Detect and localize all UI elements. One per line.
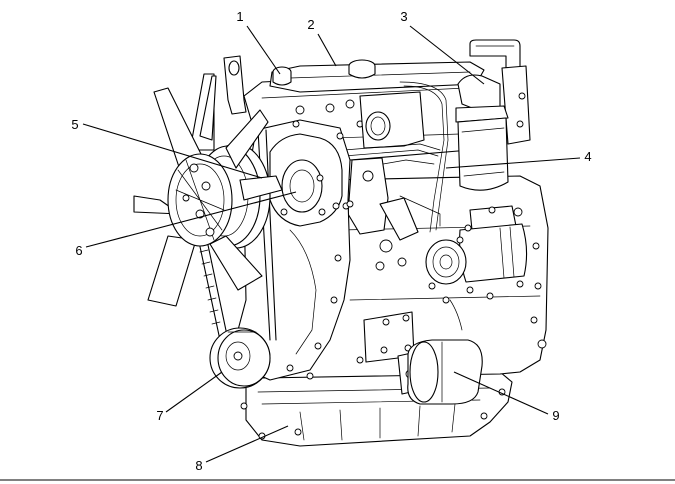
induction-manifold: [359, 91, 425, 149]
leader-line: [165, 371, 223, 413]
air-inlet-elbow: [457, 39, 531, 145]
callout-number: 7: [156, 408, 163, 423]
fuel-filter: [455, 105, 509, 191]
fuel-injection-pump: [347, 157, 419, 271]
callout-8: 8: [195, 425, 289, 473]
callout-number: 3: [400, 9, 407, 24]
oil-filter: [407, 339, 483, 405]
callout-number: 9: [552, 408, 559, 423]
oil-filler-cap: [272, 66, 292, 86]
callout-9: 9: [453, 371, 560, 423]
leader-line: [409, 25, 485, 85]
starter-motor: [459, 205, 528, 288]
leader-line: [85, 191, 297, 248]
callout-3: 3: [400, 9, 485, 85]
callout-4: 4: [445, 149, 592, 169]
leader-line: [445, 157, 581, 169]
callout-number: 5: [71, 117, 78, 132]
callout-number: 1: [236, 9, 243, 24]
callout-2: 2: [307, 17, 337, 67]
callout-6: 6: [75, 191, 297, 258]
coolant-pump: [269, 133, 354, 227]
callout-number: 6: [75, 243, 82, 258]
leader-line: [205, 425, 289, 463]
callout-5: 5: [71, 117, 263, 179]
callout-number: 2: [307, 17, 314, 32]
fuel-pipes: [343, 81, 449, 233]
lifting-eye: [223, 55, 247, 115]
leader-line: [453, 371, 549, 415]
breather-cap: [348, 59, 376, 79]
cooling-fan: [133, 73, 283, 307]
oil-pump-housing: [425, 236, 474, 294]
callout-number: 4: [584, 149, 591, 164]
engine-illustration: [133, 39, 549, 447]
leader-line: [246, 25, 281, 75]
callout-7: 7: [156, 371, 223, 423]
leader-line: [82, 123, 263, 179]
crankshaft-pulley: [209, 327, 271, 389]
fan-hub: [167, 153, 233, 247]
callout-1: 1: [236, 9, 281, 75]
callout-number: 8: [195, 458, 202, 473]
leader-line: [317, 33, 337, 67]
